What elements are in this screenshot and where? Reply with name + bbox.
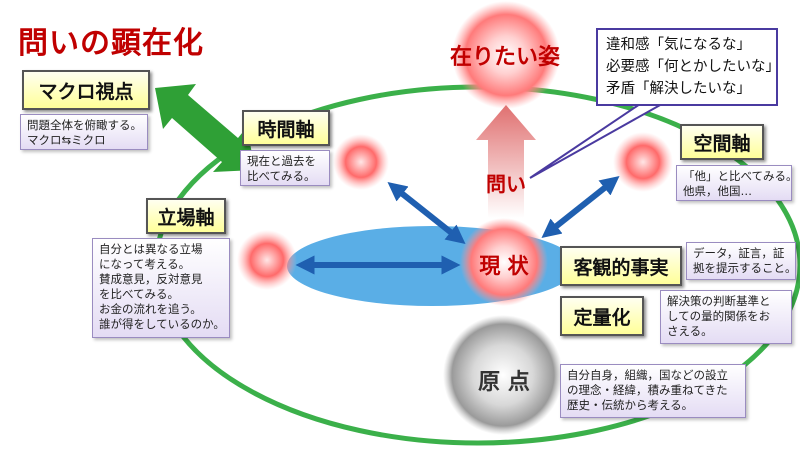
- question-label: 問い: [486, 172, 526, 196]
- time-axis-label: 時間軸: [242, 110, 330, 146]
- desc-line: 比べてみる。: [247, 169, 316, 183]
- quantification-desc: 解決策の判断基準と しての量的関係をお さえる。: [660, 290, 792, 344]
- origin-desc: 自分自身，組織，国などの設立 の理念・経緯，積み重ねてきた 歴史・伝統から考える…: [560, 364, 746, 418]
- macro-view-label: マクロ視点: [22, 70, 150, 110]
- goal-orb: [452, 1, 560, 109]
- desc-line: お金の流れを追う。: [99, 302, 202, 316]
- desc-line: しての量的関係をお: [667, 309, 771, 323]
- desc-line: 歴史・伝統から考える。: [567, 398, 694, 412]
- desc-line: の理念・経緯，積み重ねてきた: [567, 383, 728, 397]
- space-axis-label: 空間軸: [680, 124, 764, 160]
- desc-line: マクロ⇆ミクロ: [27, 133, 106, 147]
- desc-line: 拠を提示すること。: [693, 261, 797, 275]
- standpoint-axis-desc: 自分とは異なる立場 になって考える。 賛成意見，反対意見 を比べてみる。 お金の…: [92, 238, 230, 338]
- objective-facts-desc: データ，証言，証 拠を提示すること。: [686, 242, 797, 280]
- origin-label: 原 点: [478, 370, 530, 395]
- question-arrow: [476, 105, 536, 218]
- current-orb: [460, 218, 548, 306]
- desc-line: 自分とは異なる立場: [99, 242, 203, 256]
- desc-line: になって考える。: [99, 257, 191, 271]
- space-axis-desc: 「他」と比べてみる。 他県，他国…: [676, 165, 798, 201]
- space-axis-arrow: [541, 176, 620, 238]
- desc-line: 自分自身，組織，国などの設立: [567, 368, 728, 382]
- callout-line: 必要感「何とかしたいな」: [606, 59, 780, 75]
- space-orb: [613, 132, 673, 192]
- callout-box: 違和感「気になるな」 必要感「何とかしたいな」 矛盾「解決したいな」: [596, 28, 780, 106]
- desc-line: 賛成意見，反対意見: [99, 272, 203, 286]
- standpoint-axis-label: 立場軸: [146, 198, 226, 234]
- macro-view-desc: 問題全体を俯瞰する。 マクロ⇆ミクロ: [20, 114, 148, 150]
- desc-line: 解決策の判断基準と: [667, 294, 771, 308]
- desc-line: 「他」と比べてみる。: [683, 169, 798, 183]
- desc-line: 問題全体を俯瞰する。: [27, 118, 142, 132]
- callout-line: 違和感「気になるな」: [606, 37, 751, 53]
- page-title: 問いの顕在化: [18, 26, 204, 61]
- callout-line: 矛盾「解決したいな」: [606, 81, 751, 97]
- current-label: 現 状: [479, 254, 529, 278]
- time-axis-arrow: [387, 182, 466, 244]
- goal-label: 在りたい姿: [449, 45, 560, 70]
- macro-arrow: [155, 84, 255, 172]
- desc-line: さえる。: [667, 324, 713, 338]
- desc-line: 他県，他国…: [683, 184, 752, 198]
- time-axis-desc: 現在と過去を 比べてみる。: [240, 150, 330, 186]
- desc-line: データ，証言，証: [693, 246, 785, 260]
- origin-orb: [443, 315, 563, 435]
- desc-line: 誰が得をしているのか。: [99, 317, 225, 331]
- standpoint-orb: [237, 230, 297, 290]
- time-orb: [333, 134, 389, 190]
- quantification-label: 定量化: [560, 296, 644, 336]
- objective-facts-label: 客観的事実: [560, 246, 682, 286]
- desc-line: 現在と過去を: [247, 154, 316, 168]
- desc-line: を比べてみる。: [99, 287, 180, 301]
